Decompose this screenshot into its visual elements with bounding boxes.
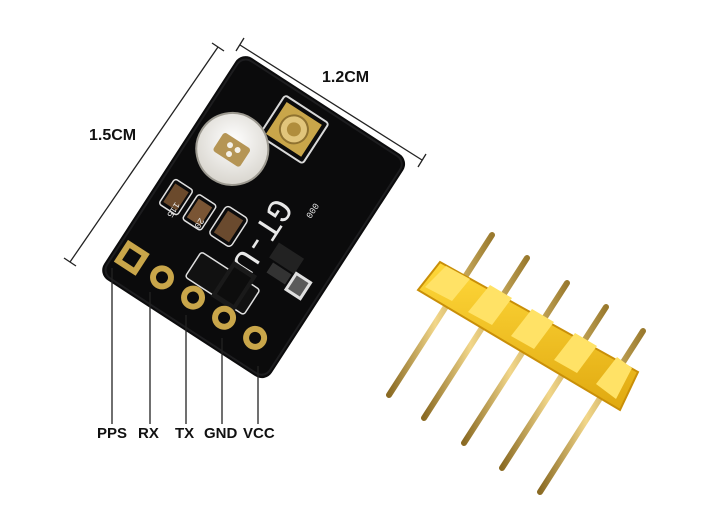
antenna-connector <box>259 95 329 164</box>
width-dimension-label: 1.2CM <box>322 69 370 86</box>
pin-header <box>386 232 646 495</box>
pin-label-vcc: VCC <box>243 425 275 442</box>
backup-battery <box>195 111 270 186</box>
gps-module-board: GT-U8 000 20 115 <box>102 56 406 379</box>
resistor-label-2: 20 <box>191 216 205 231</box>
dimension-line-width <box>235 37 427 168</box>
pin-label-rx: RX <box>138 425 159 442</box>
pin-label-gnd: GND <box>204 425 238 442</box>
pin-pads <box>113 239 268 350</box>
header-pins <box>386 232 646 495</box>
smd-components <box>159 178 313 315</box>
pin-leader-lines <box>111 268 259 424</box>
pin-label-tx: TX <box>175 425 195 442</box>
dimension-line-height <box>63 42 225 267</box>
pin-label-pps: PPS <box>97 425 128 442</box>
height-dimension-label: 1.5CM <box>89 127 137 144</box>
